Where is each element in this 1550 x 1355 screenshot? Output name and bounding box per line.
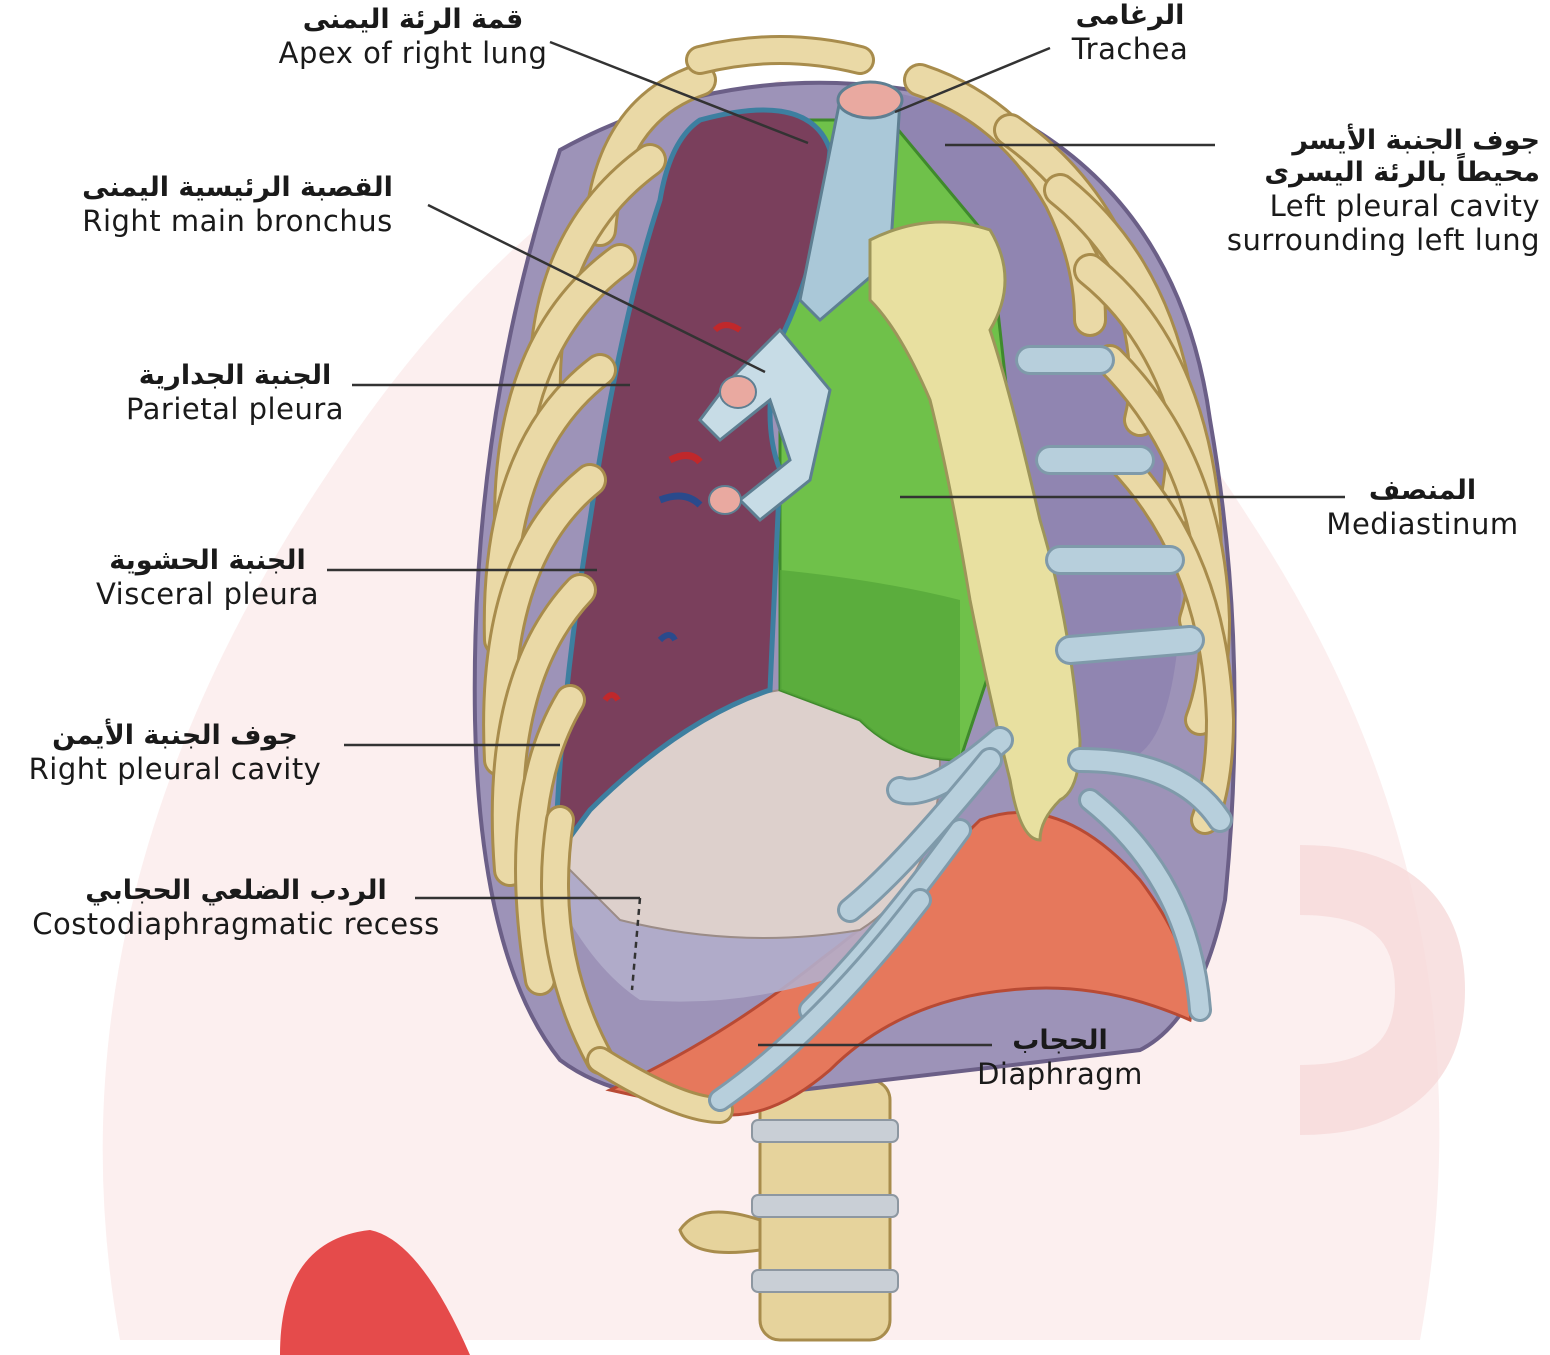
label-diaphragm-en: Diaphragm (960, 1057, 1160, 1091)
label-costodiaphragmatic-recess: الردب الضلعي الحجابي Costodiaphragmatic … (2, 875, 470, 941)
label-left-cavity-en2: surrounding left lung (1180, 223, 1540, 257)
clavicles (700, 50, 860, 60)
label-mediastinum-en: Mediastinum (1305, 507, 1540, 541)
label-left-cavity-ar1: جوف الجنبة الأيسر (1180, 125, 1540, 157)
label-bronchus-ar: القصبة الرئيسية اليمنى (55, 172, 420, 204)
label-trachea: الرغامى Trachea (1050, 0, 1210, 66)
label-trachea-ar: الرغامى (1050, 0, 1210, 32)
label-trachea-en: Trachea (1050, 32, 1210, 66)
label-apex-en: Apex of right lung (258, 36, 568, 70)
label-visceral-en: Visceral pleura (75, 577, 340, 611)
label-parietal-en: Parietal pleura (100, 392, 370, 426)
label-right-main-bronchus: القصبة الرئيسية اليمنى Right main bronch… (55, 172, 420, 238)
label-mediastinum: المنصف Mediastinum (1305, 475, 1540, 541)
label-right-cavity-en: Right pleural cavity (5, 752, 345, 786)
label-visceral-pleura: الجنبة الحشوية Visceral pleura (75, 545, 340, 611)
label-left-pleural-cavity: جوف الجنبة الأيسر محيطاً بالرئة اليسرى L… (1180, 125, 1540, 257)
label-visceral-ar: الجنبة الحشوية (75, 545, 340, 577)
label-diaphragm: الحجاب Diaphragm (960, 1025, 1160, 1091)
label-apex-ar: قمة الرئة اليمنى (258, 4, 568, 36)
label-bronchus-en: Right main bronchus (55, 204, 420, 238)
label-recess-en: Costodiaphragmatic recess (2, 907, 470, 941)
label-left-cavity-ar2: محيطاً بالرئة اليسرى (1180, 157, 1540, 189)
label-left-cavity-en1: Left pleural cavity (1180, 189, 1540, 223)
label-mediastinum-ar: المنصف (1305, 475, 1540, 507)
label-parietal-ar: الجنبة الجدارية (100, 360, 370, 392)
label-recess-ar: الردب الضلعي الحجابي (2, 875, 470, 907)
label-apex-right-lung: قمة الرئة اليمنى Apex of right lung (258, 4, 568, 70)
label-parietal-pleura: الجنبة الجدارية Parietal pleura (100, 360, 370, 426)
label-right-pleural-cavity: جوف الجنبة الأيمن Right pleural cavity (5, 720, 345, 786)
label-diaphragm-ar: الحجاب (960, 1025, 1160, 1057)
label-right-cavity-ar: جوف الجنبة الأيمن (5, 720, 345, 752)
